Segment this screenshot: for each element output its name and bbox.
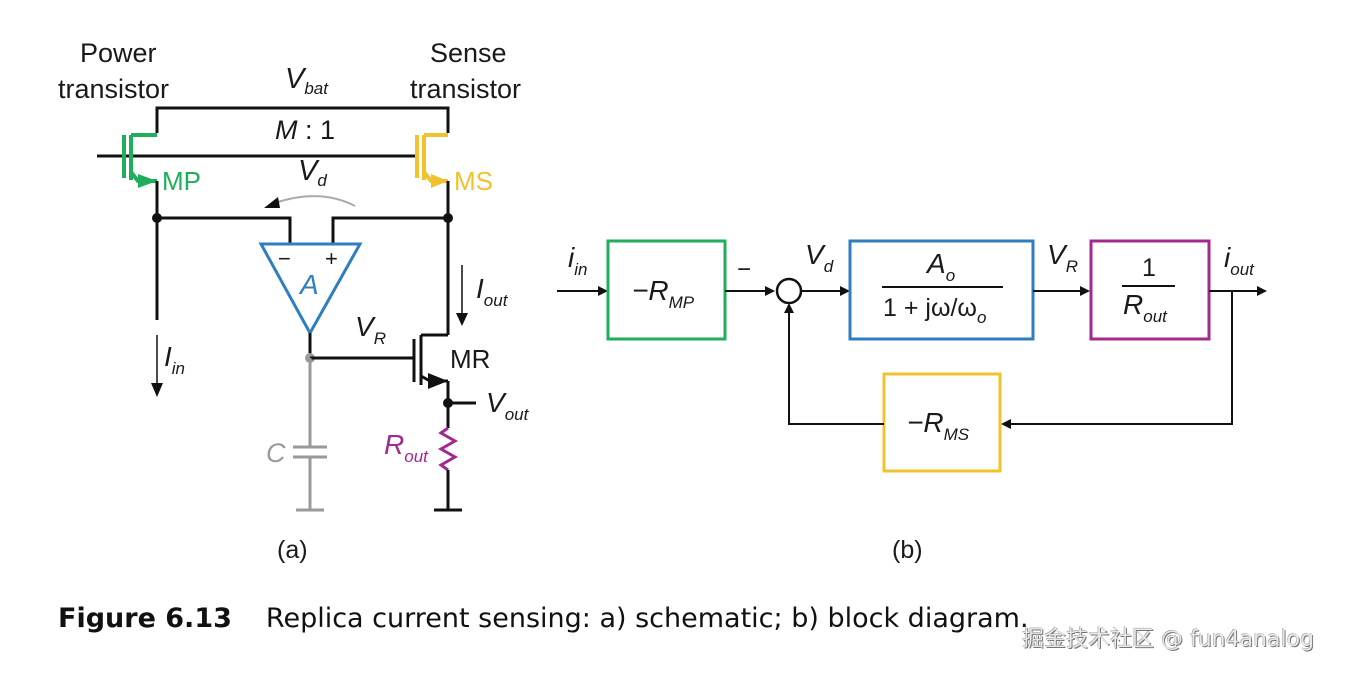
bd-rmp-block (606, 239, 727, 341)
bd-rout-block (1089, 239, 1211, 341)
iout-label: Iout (476, 273, 509, 310)
vout-label: Vout (486, 387, 530, 424)
sublabel-b: (b) (892, 536, 923, 564)
ratio-label: M : 1 (275, 115, 335, 145)
caption-text: Replica current sensing: a) schematic; b… (265, 603, 1029, 634)
rout-label: Rout (384, 429, 429, 466)
bd-minus-sign: − (737, 256, 751, 283)
block-diagram: iin −RMP − Vd Ao 1 + jω/ωo VR 1 Rout iou… (557, 239, 1267, 564)
bd-rmp-label: −RMP (632, 275, 695, 312)
sense-transistor-label-2: transistor (410, 74, 521, 104)
bd-summing-junction (775, 277, 803, 305)
bd-rms-label: −RMS (907, 407, 970, 444)
bd-amp-block (848, 239, 1035, 341)
wire-plus-input (331, 216, 448, 244)
figure-number: Figure 6.13 (58, 603, 232, 634)
bd-rout-numerator: 1 (1142, 254, 1156, 282)
figure-caption: Figure 6.13 Replica current sensing: a) s… (58, 603, 1029, 634)
bd-feedback-wire-left (784, 303, 884, 425)
iin-label: Iin (164, 341, 185, 378)
vd-arrow-head (264, 197, 280, 208)
mr-transistor (412, 333, 450, 428)
vbat-label: Vbat (285, 63, 329, 98)
capacitor-label: C (266, 438, 286, 468)
bd-iin-label: iin (568, 242, 587, 279)
vbat-rail (155, 106, 450, 133)
sublabel-a: (a) (277, 536, 308, 564)
iin-arrow-head (151, 383, 163, 397)
bd-amp-numerator: Ao (925, 248, 955, 285)
ms-label: MS (454, 166, 493, 196)
vr-label: VR (355, 311, 386, 348)
bd-amp-denominator: 1 + jω/ωo (883, 294, 986, 327)
op-amp-triangle (258, 242, 363, 337)
op-amp-gain-label: A (298, 269, 319, 300)
mp-label: MP (162, 166, 201, 196)
op-amp-plus: + (325, 246, 338, 271)
vd-arc (274, 195, 356, 207)
watermark: 掘金技术社区 @ fun4analog (1022, 627, 1315, 652)
op-amp-minus: − (278, 246, 291, 271)
mr-label: MR (450, 344, 490, 374)
mp-transistor (122, 133, 157, 188)
bd-feedback-wire-right (1001, 291, 1233, 429)
capacitor (293, 358, 327, 512)
bd-rms-block (882, 372, 1002, 473)
ms-transistor (415, 133, 448, 188)
vd-label: Vd (298, 155, 327, 190)
iout-arrow-head (456, 313, 468, 326)
bd-vd-label: Vd (805, 239, 834, 276)
schematic: Power transistor Sense transistor Vbat M… (58, 38, 530, 564)
bd-rout-denominator: Rout (1123, 289, 1168, 326)
bd-iout-label: iout (1224, 242, 1255, 279)
power-transistor-label-1: Power (80, 38, 157, 68)
rout-resistor (437, 426, 459, 472)
wire-minus-input (157, 216, 292, 244)
sense-transistor-label-1: Sense (430, 38, 507, 68)
power-transistor-label-2: transistor (58, 74, 169, 104)
bd-vr-label: VR (1047, 239, 1078, 276)
